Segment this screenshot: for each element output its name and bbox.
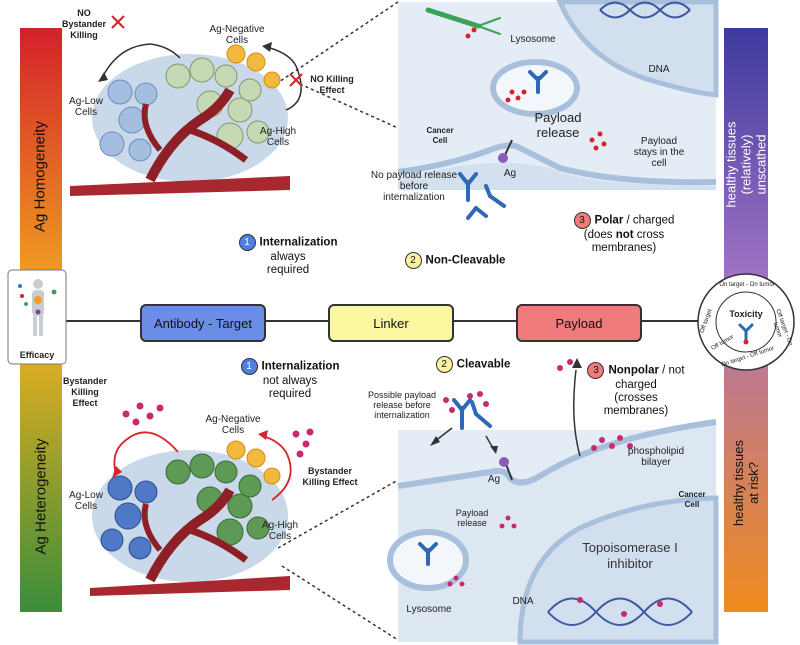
top-cancer-cell-label: Cancer Cell bbox=[426, 126, 454, 145]
top-step1-bold: Internalization bbox=[259, 236, 338, 249]
top-ag-high-label: Ag-High Cells bbox=[259, 126, 297, 148]
linker-box: Linker bbox=[328, 304, 454, 342]
bottom-step2-bold: Cleavable bbox=[456, 358, 511, 371]
top-ag-low-label: Ag-Low Cells bbox=[69, 96, 103, 118]
bystander-right-label: Bystander Killing Effect bbox=[302, 466, 358, 487]
bottom-step3-rest1: / not bbox=[658, 364, 685, 377]
bottom-step3-rest4: membranes) bbox=[603, 405, 669, 417]
bottom-step3-bold: Nonpolar bbox=[608, 364, 659, 377]
bottom-step3-rest3: (crosses bbox=[614, 392, 658, 404]
step-number-3-bottom: 3 bbox=[587, 362, 605, 379]
top-ag-negative-label: Ag-Negative Cells bbox=[209, 24, 265, 46]
step-number-1-bottom: 1 bbox=[240, 358, 258, 375]
top-step3-rest1: / charged bbox=[623, 214, 675, 227]
right-bottom-label: healthy tissues at risk? bbox=[731, 437, 761, 529]
toxicity-arc-top: On target - On tumor bbox=[719, 282, 775, 288]
topo-inhibitor-label: Topoisomerase I inhibitor bbox=[582, 540, 678, 571]
efficacy-label: Efficacy bbox=[19, 350, 55, 360]
antibody-target-box: Antibody - Target bbox=[140, 304, 266, 342]
right-top-label-text: healthy tissues (relatively) unscathed bbox=[723, 121, 769, 208]
payload-stays-label: Payload stays in the cell bbox=[633, 136, 685, 169]
toxicity-label: Toxicity bbox=[729, 309, 763, 319]
bottom-payload-release-label: Payload release bbox=[455, 508, 489, 528]
bottom-ag-negative-label: Ag-Negative Cells bbox=[205, 414, 261, 436]
top-step2-bold: Non-Cleavable bbox=[425, 254, 506, 267]
bottom-ag-label: Ag bbox=[487, 474, 501, 485]
bottom-lysosome-label: Lysosome bbox=[406, 604, 452, 615]
adc-cluster-top bbox=[458, 172, 506, 220]
bottom-ag-high-label: Ag-High Cells bbox=[261, 520, 299, 542]
top-step3-rest4: membranes) bbox=[591, 242, 657, 254]
bottom-dna-label: DNA bbox=[512, 596, 534, 607]
bottom-step3-rest2: charged bbox=[615, 379, 657, 391]
top-step3-bold: Polar bbox=[594, 214, 624, 227]
payload-box: Payload bbox=[516, 304, 642, 342]
top-dna-label: DNA bbox=[648, 64, 670, 75]
top-step3-rest2: (does bbox=[583, 229, 616, 241]
possible-release-label: Possible payload release before internal… bbox=[367, 390, 437, 420]
step-number-1-top: 1 bbox=[238, 234, 256, 251]
dna-helix-bottom bbox=[547, 597, 693, 626]
ag-homogeneity-label: Ag Homogeneity bbox=[31, 121, 49, 232]
ag-heterogeneity-label: Ag Heterogeneity bbox=[32, 438, 50, 555]
step-number-3-top: 3 bbox=[573, 212, 591, 229]
right-top-label: healthy tissues (relatively) unscathed bbox=[724, 105, 769, 225]
payload-dots-top bbox=[465, 27, 607, 151]
payload-dots-bottom bbox=[447, 359, 633, 587]
top-step1-rest: always required bbox=[266, 251, 310, 276]
tumor-top bbox=[70, 44, 290, 196]
right-bottom-label-text: healthy tissues at risk? bbox=[731, 440, 761, 526]
tumor-bottom bbox=[90, 440, 290, 596]
top-step3-rest3: cross bbox=[633, 229, 665, 241]
dna-helix-top bbox=[599, 1, 691, 19]
top-payload-release-label: Payload release bbox=[534, 110, 582, 140]
bottom-ag-low-label: Ag-Low Cells bbox=[69, 490, 103, 512]
top-ag-label: Ag bbox=[503, 168, 517, 179]
phospholipid-label: phospholipid bilayer bbox=[627, 446, 685, 468]
bottom-step1-bold: Internalization bbox=[261, 360, 340, 373]
microtubule bbox=[425, 7, 501, 35]
bottom-step1-rest: not always required bbox=[262, 375, 318, 400]
top-lysosome-label: Lysosome bbox=[510, 34, 556, 45]
step-number-2-top: 2 bbox=[404, 252, 422, 269]
no-bystander-label: NO Bystander Killing bbox=[61, 8, 106, 40]
bystander-left-label: Bystander Killing Effect bbox=[62, 376, 107, 408]
no-payload-release-label: No payload release before internalizatio… bbox=[370, 170, 458, 203]
top-step3-not: not bbox=[615, 229, 634, 241]
step-number-2-bottom: 2 bbox=[435, 356, 453, 373]
no-killing-label: NO Killing Effect bbox=[310, 74, 354, 95]
bottom-cancer-cell-label: Cancer Cell bbox=[678, 490, 706, 509]
adc-cluster-bottom bbox=[452, 398, 492, 430]
